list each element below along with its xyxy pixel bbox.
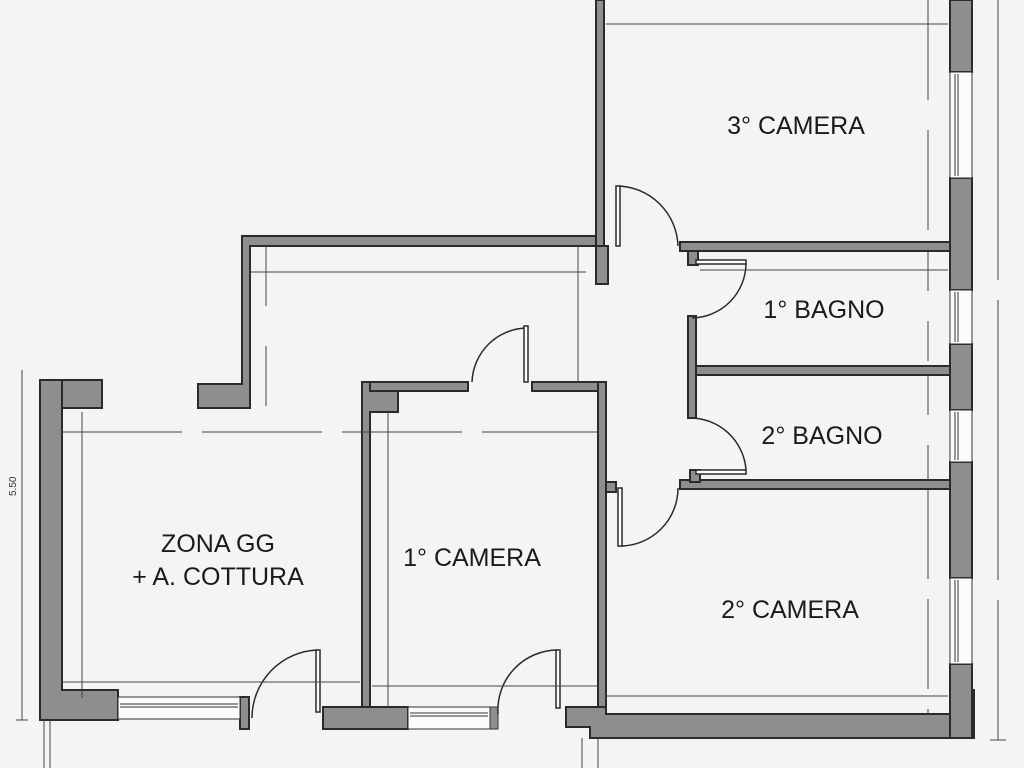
dimension-label-left-height: 5.50 bbox=[8, 476, 19, 496]
wall-camera3-left bbox=[595, 0, 605, 247]
wall-bottom-seg-2 bbox=[322, 706, 409, 730]
wall-right-5 bbox=[949, 663, 973, 739]
wall-right-1 bbox=[949, 0, 973, 73]
door-bagno2 bbox=[689, 417, 747, 475]
window-camera1 bbox=[407, 706, 491, 730]
room-label-camera-3: 3° CAMERA bbox=[727, 112, 865, 140]
door-camera3 bbox=[615, 185, 679, 247]
wall-stub-left-top bbox=[61, 379, 103, 409]
wall-bagno-divider bbox=[695, 365, 953, 376]
door-camera1 bbox=[471, 325, 529, 383]
walls bbox=[39, 0, 975, 739]
wall-camera2-left-stub bbox=[605, 481, 617, 493]
wall-camera3-bottom bbox=[679, 241, 953, 252]
wall-right-2 bbox=[949, 177, 973, 291]
windows bbox=[117, 71, 973, 730]
wall-bagni-left bbox=[687, 315, 697, 419]
room-label-bagno-1: 1° BAGNO bbox=[763, 296, 885, 324]
window-bagno1 bbox=[949, 289, 973, 345]
wall-camera2-top bbox=[679, 479, 953, 490]
wall-bottom-right bbox=[565, 689, 975, 739]
door-camera2 bbox=[617, 487, 679, 547]
wall-right-3 bbox=[949, 343, 973, 411]
room-label-bagno-2: 2° BAGNO bbox=[761, 422, 883, 450]
doors bbox=[251, 185, 747, 719]
dimension-lines bbox=[16, 0, 1006, 768]
door-zona-gg-balcony bbox=[251, 649, 321, 719]
room-label-camera-1: 1° CAMERA bbox=[403, 544, 541, 572]
door-bagno1 bbox=[691, 259, 747, 319]
wall-bagno2-stub bbox=[689, 469, 701, 483]
wall-right-4 bbox=[949, 461, 973, 579]
wall-pier-camera1-window bbox=[489, 706, 499, 730]
room-label-zona-gg: ZONA GG + A. COTTURA bbox=[132, 530, 304, 591]
wall-camera1-top-right bbox=[531, 381, 603, 392]
door-camera1-balcony bbox=[497, 649, 561, 715]
window-zona-gg bbox=[117, 696, 241, 720]
wall-corridor-stub bbox=[595, 245, 609, 285]
wall-camera1-top-left bbox=[369, 381, 469, 392]
room-label-camera-2: 2° CAMERA bbox=[721, 596, 859, 624]
wall-bottom-pier-1 bbox=[239, 696, 250, 730]
window-camera2 bbox=[949, 577, 973, 665]
wall-camera1-right bbox=[597, 381, 607, 711]
window-camera3 bbox=[949, 71, 973, 179]
wall-bagno1-stub bbox=[687, 250, 699, 266]
window-bagno2 bbox=[949, 409, 973, 463]
